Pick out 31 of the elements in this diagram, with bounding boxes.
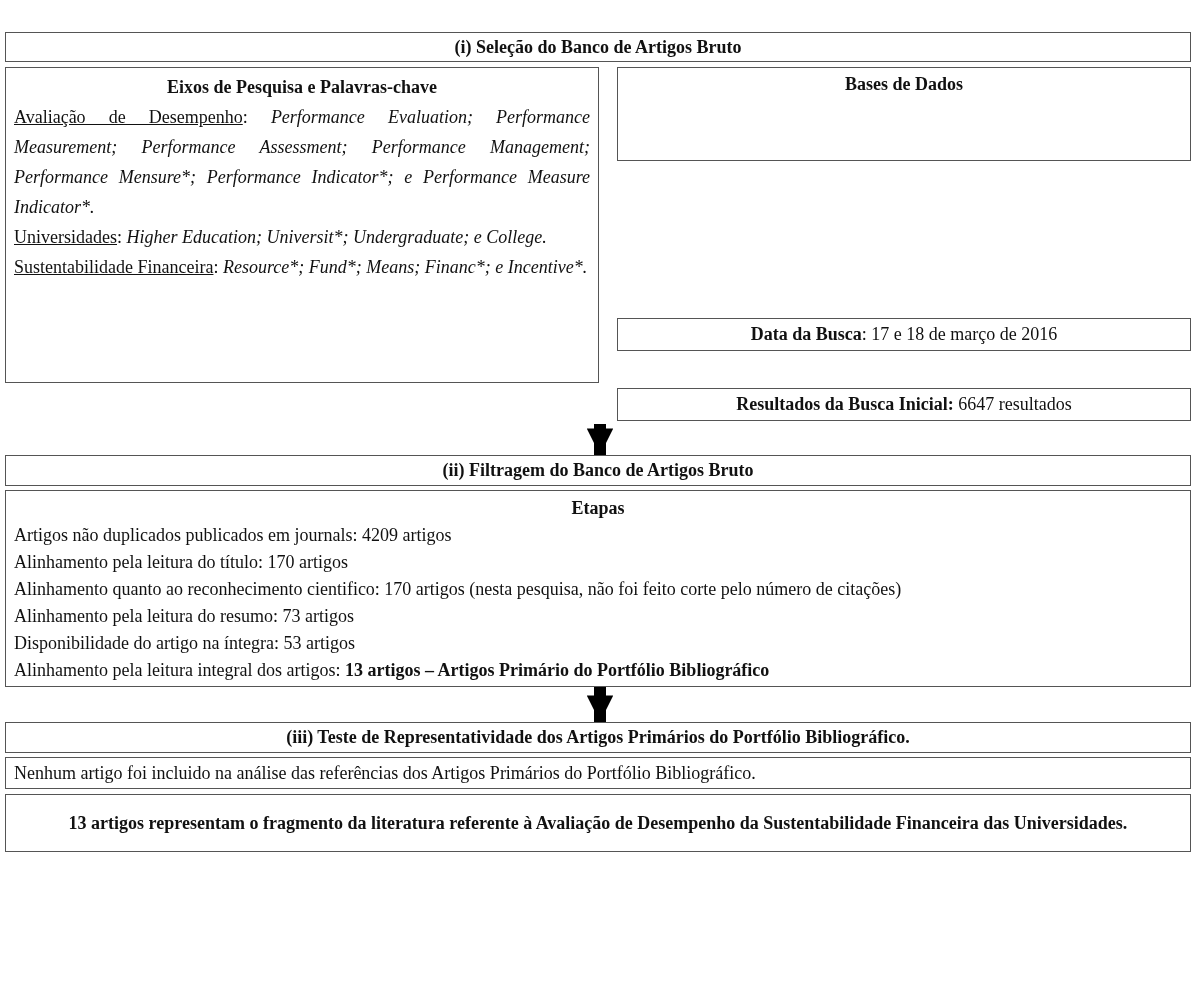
- section-title: (ii) Filtragem do Banco de Artigos Bruto: [441, 459, 755, 483]
- keyword-paragraph: Sustentabilidade Financeira: Resource*; Fund*; Means; Financ*; e Incentive*.: [14, 256, 589, 279]
- content-box: [617, 67, 1191, 161]
- step-text: Alinhamento pela leitura do resumo: 73 artigos: [14, 605, 355, 628]
- section-header-box: [5, 722, 1191, 753]
- content-box: [617, 388, 1191, 421]
- step-text: Artigos não duplicados publicados em journals: 4209 artigos: [14, 524, 453, 547]
- box-heading: Eixos de Pesquisa e Palavras-chave: [166, 76, 438, 99]
- box-heading: Etapas: [570, 497, 626, 520]
- section-title: (iii) Teste de Representatividade dos Artigos Primários do Portfólio Bibliográfico.: [285, 726, 911, 750]
- step-text: Disponibilidade do artigo na íntegra: 53 artigos: [14, 632, 356, 655]
- info-text: Resultados da Busca Inicial: 6647 resultados: [735, 393, 1073, 417]
- step-text: Alinhamento pela leitura integral dos artigos: 13 artigos – Artigos Primário do Portfólio Bibliográfico: [14, 659, 771, 682]
- section-header-box: [5, 455, 1191, 486]
- content-box: [5, 67, 599, 383]
- content-box: [617, 318, 1191, 351]
- section-header-box: [5, 32, 1191, 62]
- content-box: [5, 490, 1191, 687]
- step-text: Alinhamento quanto ao reconhecimento cientifico: 170 artigos (nesta pesquisa, não foi feito corte pelo número de citações): [14, 578, 903, 601]
- section-title: (i) Seleção do Banco de Artigos Bruto: [453, 35, 743, 59]
- section-title: 13 artigos representam o fragmento da literatura referente à Avaliação de Desempenho da Sustentabilidade Financeira das Universidades.: [67, 811, 1129, 835]
- section-header-box: [5, 794, 1191, 852]
- note-text: Nenhum artigo foi incluido na análise das referências dos Artigos Primários do Portfólio Bibliográfico.: [14, 761, 757, 785]
- box-heading: Bases de Dados: [844, 73, 964, 96]
- content-box: [5, 757, 1191, 789]
- keyword-paragraph: Universidades: Higher Education; Universit*; Undergraduate; e College.: [14, 226, 548, 249]
- step-text: Alinhamento pela leitura do título: 170 artigos: [14, 551, 349, 574]
- block-arrow: [586, 687, 614, 722]
- info-text: Data da Busca: 17 e 18 de março de 2016: [749, 323, 1059, 347]
- block-arrow: [586, 424, 614, 455]
- keyword-paragraph: Avaliação de Desempenho: Performance Evaluation; Performance Measurement; Performance Assessment; Performance Management; Performance Mensure*; Performance Indicator*; e Performance Measure Indicator*.: [14, 106, 590, 219]
